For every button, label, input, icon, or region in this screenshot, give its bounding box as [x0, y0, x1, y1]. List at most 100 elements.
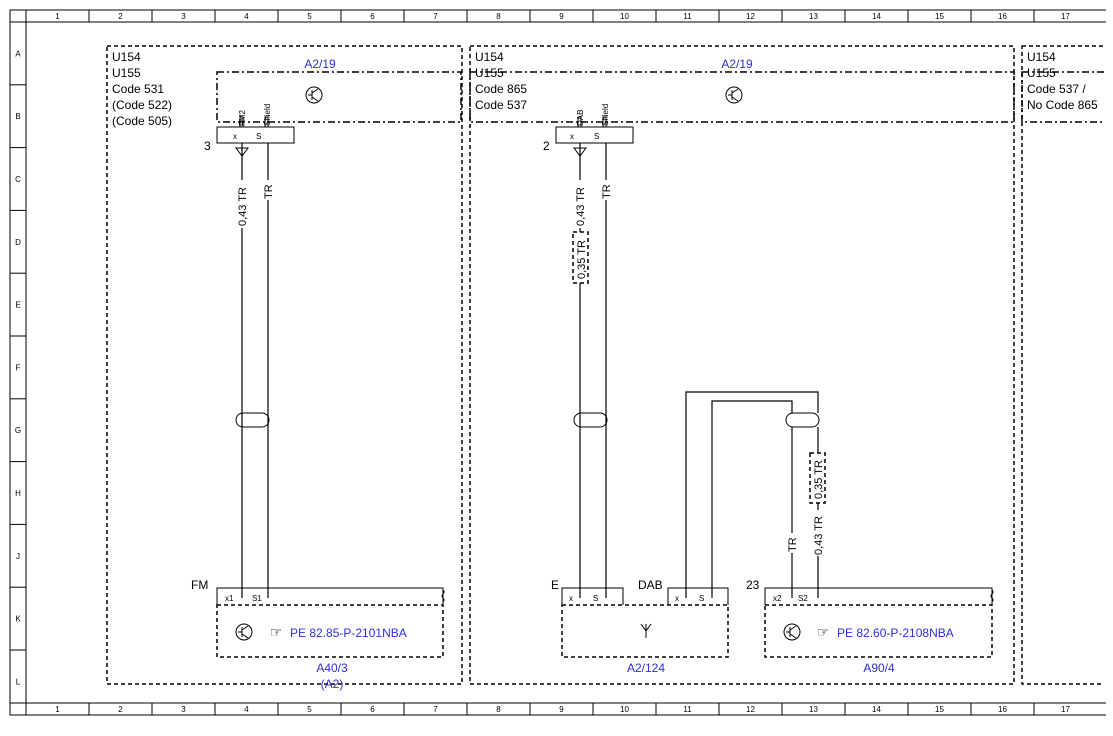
- connector-number: 23: [746, 578, 760, 592]
- pointing-hand-icon: ☞: [817, 624, 830, 640]
- grid-column-label: 2: [118, 705, 123, 714]
- grid-row-label: B: [15, 112, 20, 121]
- variant-label: U154: [112, 50, 141, 64]
- component-a2-19-label[interactable]: A2/19: [721, 57, 753, 71]
- pin-s-label: S: [593, 594, 598, 603]
- code-label: Code 537 /: [1027, 82, 1086, 96]
- module-boundary: [1021, 71, 1104, 123]
- grid-column-label: 11: [683, 12, 692, 21]
- pin-x1-label: x1: [225, 594, 234, 603]
- code-label: (Code 505): [112, 114, 172, 128]
- connector-dab: [667, 587, 729, 605]
- component-a2-label[interactable]: (A2): [321, 677, 344, 691]
- grid-column-label: 4: [244, 12, 249, 21]
- pin-x-label: x: [569, 594, 573, 603]
- variant-label: U154: [475, 50, 504, 64]
- code-label: Code 537: [475, 98, 527, 112]
- alt-wire-box: [809, 452, 826, 504]
- shield-sleeve: [573, 412, 608, 428]
- grid-column-label: 3: [181, 705, 186, 714]
- grid-column-label: 12: [746, 12, 755, 21]
- grid-row-label: A: [15, 49, 21, 58]
- pin-x-label: x: [233, 132, 237, 141]
- pin-s-label: S: [594, 132, 599, 141]
- component-a40-3-label[interactable]: A40/3: [316, 661, 348, 675]
- connector-e: [561, 587, 624, 605]
- grid-column-label: 17: [1061, 12, 1070, 21]
- component-a40-3-boundary: [216, 604, 444, 658]
- grid-row-label: H: [15, 489, 21, 498]
- code-label: Code 865: [475, 82, 527, 96]
- pin-socket: [264, 116, 269, 128]
- grid-column-label: 9: [559, 705, 564, 714]
- ref-link-pe-82-60[interactable]: PE 82.60-P-2108NBA: [837, 626, 954, 640]
- pin-s-label: S: [256, 132, 261, 141]
- wire-spec-label: TR: [263, 184, 275, 199]
- grid-column-label: 4: [244, 705, 249, 714]
- grid-column-label: 16: [998, 12, 1007, 21]
- signal-shield-label: Shield: [263, 104, 272, 126]
- shield-sleeve: [235, 412, 270, 428]
- grid-column-label: 10: [620, 12, 629, 21]
- grid-column-label: 8: [496, 12, 501, 21]
- component-a90-4-boundary: [764, 604, 993, 658]
- panel-fm-boundary: [106, 45, 463, 685]
- component-a2-19-label[interactable]: A2/19: [304, 57, 336, 71]
- signal-shield-label: Shield: [601, 104, 610, 126]
- grid-column-label: 5: [307, 12, 312, 21]
- alt-wire-box: [572, 231, 589, 284]
- grid-row-label: C: [15, 175, 21, 184]
- connector-number: 2: [543, 139, 550, 153]
- grid-column-label: 13: [809, 705, 818, 714]
- pin-socket: [577, 116, 582, 128]
- pin-s2-label: S2: [798, 594, 808, 603]
- ref-link-pe-82-85[interactable]: PE 82.85-P-2101NBA: [290, 626, 407, 640]
- component-a2-124-label[interactable]: A2/124: [627, 661, 665, 675]
- panel-right-boundary: [1021, 45, 1104, 685]
- grid-row-label: L: [16, 677, 21, 686]
- panel-right: U154 U155 Code 537 / No Code 865: [1021, 45, 1104, 685]
- variant-label: U155: [475, 66, 504, 80]
- wire-spec-label: 0,43 TR: [237, 187, 249, 226]
- grid-column-label: 2: [118, 12, 123, 21]
- grid-column-label: 12: [746, 705, 755, 714]
- wire-spec-label: TR: [787, 537, 799, 552]
- module-a2-19-boundary: [216, 71, 462, 123]
- module-a2-19-boundary: [469, 71, 1015, 123]
- grid-row-label: G: [15, 426, 21, 435]
- code-label: Code 531: [112, 82, 164, 96]
- code-label: No Code 865: [1027, 98, 1098, 112]
- panel-dab-boundary: [469, 45, 1015, 685]
- grid-row-label: J: [16, 552, 20, 561]
- wire-dab-link[interactable]: [685, 391, 819, 598]
- grid-column-label: 6: [370, 705, 375, 714]
- grid-ticks: [10, 10, 1035, 715]
- transistor-icon: [725, 86, 743, 104]
- grid-column-label: 8: [496, 705, 501, 714]
- grid-row-label: E: [15, 301, 20, 310]
- wire-spec-label: 0,35 TR: [813, 460, 825, 499]
- component-a90-4-label[interactable]: A90/4: [863, 661, 895, 675]
- fm-label: FM: [191, 578, 208, 592]
- component-a2-124-boundary: [561, 604, 729, 658]
- grid-column-label: 6: [370, 12, 375, 21]
- variant-label: U154: [1027, 50, 1056, 64]
- wire-spec-label: 0,43 TR: [813, 516, 825, 555]
- grid-row-label: K: [15, 615, 21, 624]
- connector-23: [764, 587, 993, 605]
- code-label: (Code 522): [112, 98, 172, 112]
- transistor-icon: [305, 86, 323, 104]
- grid-column-label: 1: [55, 705, 60, 714]
- wire-dab-link-shield[interactable]: [711, 400, 793, 598]
- grid-column-labels: 1122334455667788991010111112121313141415…: [55, 12, 1070, 714]
- grid-column-label: 13: [809, 12, 818, 21]
- pin-socket: [602, 116, 607, 128]
- pin-x-label: x: [570, 132, 574, 141]
- grid-column-label: 17: [1061, 705, 1070, 714]
- panel-dab: U154 U155 Code 865 Code 537 A2/19 x S 2 …: [469, 45, 1015, 685]
- pin-socket: [239, 116, 244, 128]
- connector-2: [555, 126, 634, 144]
- grid-row-label: D: [15, 238, 21, 247]
